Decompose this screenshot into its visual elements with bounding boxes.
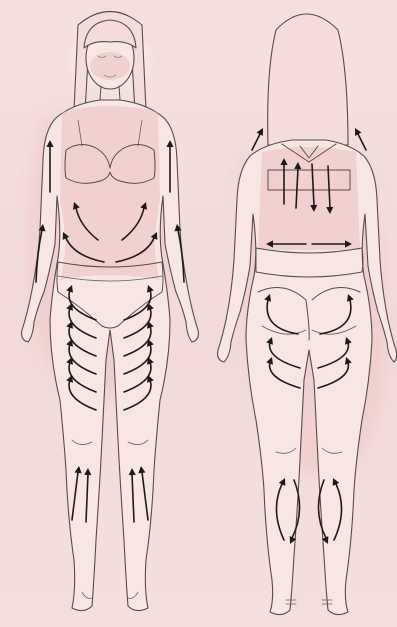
back-figure bbox=[218, 14, 397, 615]
back-arrow-upper-arm-left bbox=[252, 134, 260, 150]
back-arrow-upper-arm-right bbox=[358, 134, 366, 150]
back-heels bbox=[286, 600, 332, 604]
front-torso-zone bbox=[60, 106, 160, 280]
front-figure bbox=[22, 12, 199, 611]
front-face-zone bbox=[90, 52, 130, 80]
back-hair bbox=[268, 14, 348, 145]
